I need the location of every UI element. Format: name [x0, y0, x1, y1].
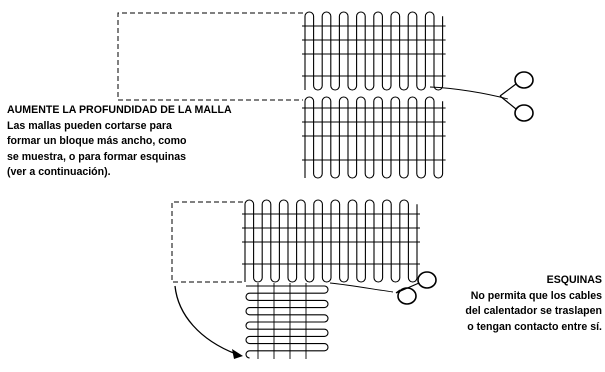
depth-caption-line: se muestra, o para formar esquinas: [7, 150, 186, 163]
corners-caption: ESQUINAS No permita que los cables del c…: [402, 273, 602, 335]
top-mat-upper: [302, 11, 446, 91]
depth-caption-heading: AUMENTE LA PROFUNDIDAD DE LA MALLA: [7, 104, 232, 116]
scissors-icon: [499, 71, 534, 122]
corners-caption-line: o tengan contacto entre sí.: [467, 320, 602, 333]
top-mat-lower: [302, 96, 446, 179]
scissors-icon: [395, 271, 437, 305]
depth-caption-line: formar un bloque más ancho, como: [7, 135, 187, 147]
depth-caption-line: Las mallas pueden cortarse para: [7, 119, 172, 132]
curved-arrow-icon: [174, 285, 243, 359]
corner-mat-rotated: [245, 283, 329, 359]
corners-caption-heading: ESQUINAS: [546, 274, 602, 286]
depth-caption: AUMENTE LA PROFUNDIDAD DE LA MALLA Las m…: [7, 103, 307, 181]
corners-caption-line: del calentador se traslapen: [465, 305, 602, 317]
cut-line: [329, 282, 394, 293]
corners-caption-line: No permita que los cables: [470, 289, 602, 302]
top-dashed-outline: [117, 12, 303, 101]
bottom-mat-horizontal: [242, 199, 420, 283]
depth-caption-line: (ver a continuación).: [7, 166, 111, 178]
bottom-dashed-outline: [171, 201, 243, 283]
